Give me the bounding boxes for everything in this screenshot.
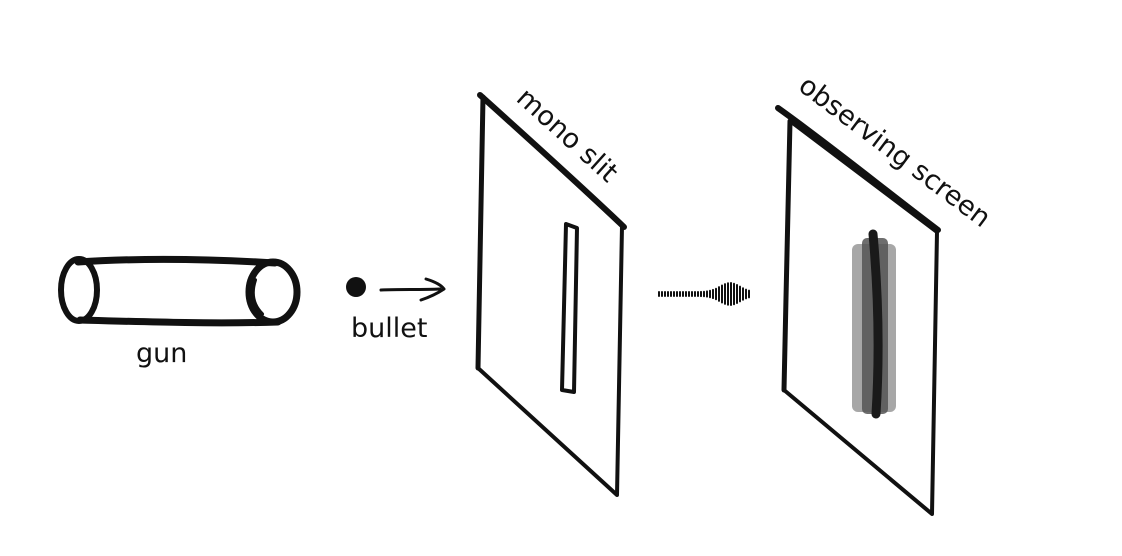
pattern-central-max [868,229,883,419]
bullet-label: bullet [351,313,427,344]
bullet [346,277,446,302]
bullet-dot [346,277,366,297]
gun-barrel-bottom [76,316,282,327]
mono-slit-left-edge [475,94,486,371]
mono-slit-panel [475,92,627,497]
observing-screen-left-edge [781,118,793,393]
bullet-arrow [379,277,446,302]
gun-barrel-top [74,255,279,267]
diffraction-pattern [852,229,896,419]
gun [58,255,301,327]
gun-muzzle-inner [250,278,264,316]
observing-screen-top-edge [775,105,941,233]
gun-label: gun [136,338,187,369]
wave-packet [658,282,750,306]
observing-screen-panel [775,105,941,516]
gun-back-end [58,256,100,324]
observing-screen-label: observing screen [793,70,997,234]
mono-slit-opening [560,222,579,394]
mono-slit-top-edge [477,92,627,230]
gun-muzzle [245,258,301,326]
